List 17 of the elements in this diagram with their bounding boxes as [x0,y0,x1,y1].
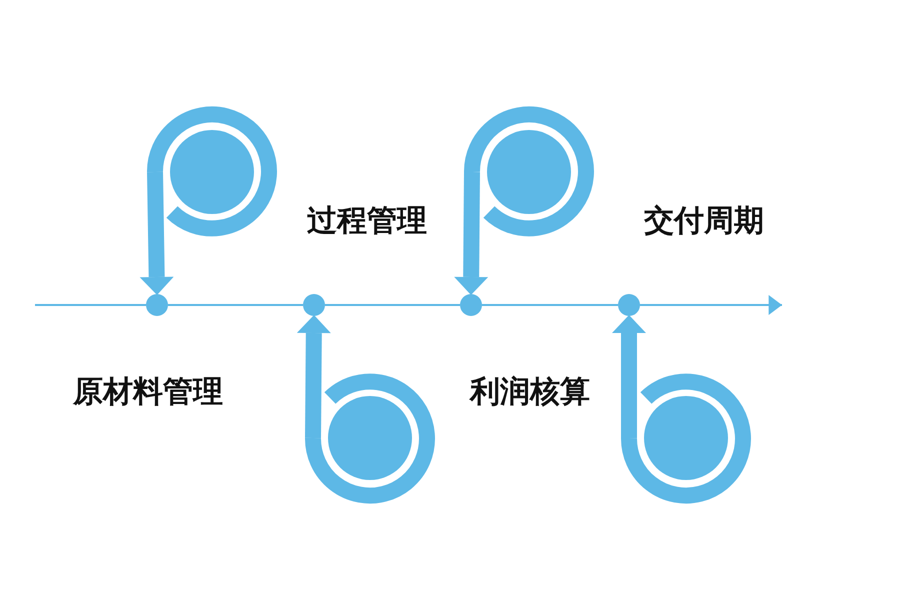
arrow [296,314,331,438]
timeline-arrow [640,295,782,315]
timeline-line [325,304,460,306]
step-label: 原材料管理 [73,374,223,412]
timeline-line [35,304,146,306]
timeline-dot [618,294,640,316]
arrow [454,172,488,296]
arrow [612,314,646,438]
timeline-line [168,304,303,306]
step-label: 过程管理 [307,202,427,240]
timeline-dot [303,294,325,316]
step-label: 利润核算 [470,374,590,412]
timeline-dot [146,294,168,316]
timeline-line [482,304,618,306]
timeline-dot [460,294,482,316]
step-label: 交付周期 [644,202,764,240]
arrow [140,172,174,296]
